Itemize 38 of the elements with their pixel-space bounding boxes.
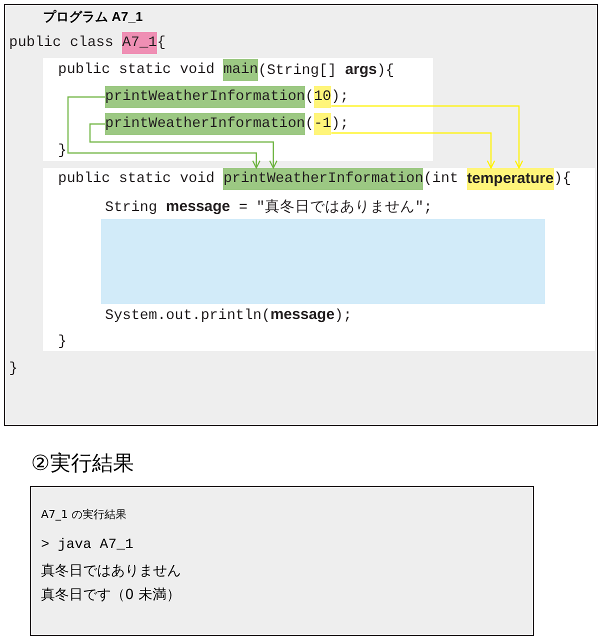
code-text: public static void <box>58 171 216 187</box>
code-listing-panel <box>4 4 598 426</box>
arrow <box>89 123 278 169</box>
highlighted-argument: -1 <box>314 113 332 135</box>
program-title: プログラム A7_1 <box>43 8 143 26</box>
highlighted-identifier: main <box>223 59 258 81</box>
highlighted-argument: 10 <box>314 86 332 108</box>
console-text: 真冬日ではありません <box>41 562 181 580</box>
arrow <box>331 105 524 169</box>
console-heading: A7_1 の実行結果 <box>41 507 127 522</box>
highlighted-identifier: printWeatherInformation <box>223 168 424 190</box>
code-text: ); <box>331 89 349 105</box>
section-heading: ②実行結果 <box>31 450 134 477</box>
code-text: (String[] args){ <box>258 61 394 79</box>
code-text: System.out.println(message); <box>105 306 352 324</box>
arrow <box>331 132 496 169</box>
arrow <box>67 96 261 169</box>
code-text: } <box>9 361 18 377</box>
code-block-panel <box>43 168 595 351</box>
highlighted-identifier: temperature <box>466 168 554 190</box>
blank-fill-area <box>101 219 545 304</box>
code-text: ){ <box>554 171 572 187</box>
code-text: String message = ″真冬日ではありません″; <box>105 196 432 216</box>
code-text: ); <box>331 116 349 132</box>
console-text: > java A7_1 <box>41 537 134 553</box>
code-text: } <box>58 143 67 159</box>
code-block-panel <box>43 58 433 161</box>
code-text: } <box>58 334 67 350</box>
code-text: public class <box>9 35 114 51</box>
code-text: public static void <box>58 62 216 78</box>
code-text: (int <box>423 171 460 187</box>
console-text: 真冬日です（0 未満） <box>41 586 180 604</box>
highlighted-identifier: printWeatherInformation <box>105 113 306 135</box>
code-text: { <box>156 35 166 51</box>
code-text: ( <box>305 116 314 132</box>
highlighted-identifier: A7_1 <box>122 32 157 54</box>
highlighted-identifier: printWeatherInformation <box>105 86 306 108</box>
code-text: ( <box>305 89 314 105</box>
